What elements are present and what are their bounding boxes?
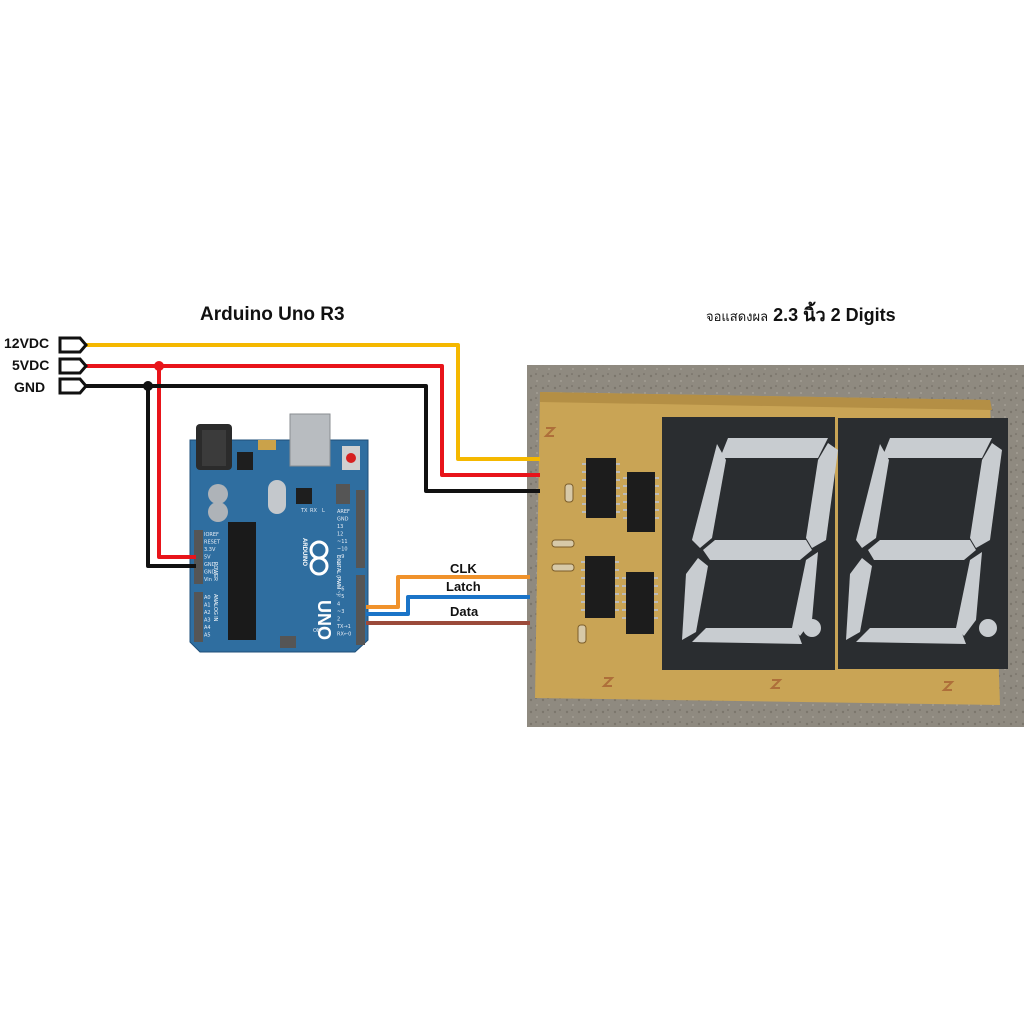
- led-label: L: [322, 508, 325, 514]
- ic-chip-1: [582, 458, 620, 518]
- digital-pin-label: ~3: [337, 609, 344, 615]
- display-board-photo: [527, 365, 1024, 727]
- icsp-header: [336, 484, 350, 504]
- regulator: [237, 452, 253, 470]
- led-label: RX: [310, 508, 317, 514]
- junction-dot-5v: [154, 361, 164, 371]
- digital-pin-label: 12: [337, 532, 343, 538]
- led-label: ON: [313, 628, 321, 634]
- board-uno-label: UNO: [314, 600, 334, 640]
- atmega-chip: [228, 522, 256, 640]
- label-5vdc: 5VDC: [12, 357, 50, 373]
- usb-chip: [296, 488, 312, 504]
- analog-header: [194, 592, 203, 642]
- power-pin-label: GND: [204, 562, 216, 568]
- analog-pin-label: A1: [204, 603, 211, 609]
- digital-pin-label: ~6: [337, 587, 344, 593]
- label-12vdc: 12VDC: [4, 335, 50, 351]
- power-pin-label: Vin: [204, 577, 212, 583]
- analog-pin-label: A5: [204, 633, 211, 639]
- junction-dot-gnd: [143, 381, 153, 391]
- resistor: [551, 539, 575, 548]
- terminal-5vdc: [58, 357, 88, 375]
- power-header: [194, 530, 203, 584]
- digital-pin-label: 7: [337, 579, 340, 585]
- analog-pin-label: A2: [204, 610, 211, 616]
- wire-5v-to-arduino: [157, 366, 196, 559]
- label-data: Data: [450, 604, 479, 619]
- seven-segment-digit-1: [662, 417, 838, 670]
- capacitor: [208, 502, 228, 522]
- wire-latch: [366, 595, 530, 616]
- fuse: [258, 440, 276, 450]
- display-title-thai: จอแสดงผล: [706, 309, 769, 324]
- board-power-label: POWER: [212, 562, 218, 581]
- usb-port: [289, 413, 331, 467]
- ic-chip-3: [581, 556, 619, 618]
- resistors: [551, 483, 587, 644]
- wire-gnd: [86, 384, 540, 493]
- power-pin-label: RESET: [204, 540, 221, 546]
- pcb-edge: [540, 392, 992, 410]
- power-pin-label: 5V: [204, 555, 211, 561]
- analog-pin-label: A0: [204, 595, 211, 601]
- pcb-mark: [941, 681, 955, 691]
- label-latch: Latch: [446, 579, 481, 594]
- power-pin-label: GND: [204, 570, 216, 576]
- arduino-board: UNO ARDUINO DIGITAL (PWM ~) POWER ANALOG…: [189, 413, 369, 653]
- terminal-gnd: [58, 377, 88, 395]
- digital-pin-label: RX←0: [337, 632, 351, 638]
- arduino-logo: [309, 540, 329, 576]
- digital-pin-label: ~11: [337, 539, 348, 545]
- resistor: [564, 483, 574, 503]
- resistor: [551, 563, 575, 572]
- crystal: [268, 480, 286, 514]
- digital-pin-label: GND: [337, 517, 349, 523]
- ic-chip-4: [622, 572, 658, 634]
- seven-segment-digit-2: [838, 418, 1008, 669]
- power-pin-label: IOREF: [204, 532, 219, 538]
- arduino-title: Arduino Uno R3: [200, 304, 345, 325]
- power-terminals: [58, 336, 88, 395]
- capacitor: [208, 484, 228, 504]
- board-analog-label: ANALOG IN: [212, 594, 218, 622]
- digital-pin-label: AREF: [337, 509, 350, 515]
- wire-clk: [366, 575, 530, 609]
- wire-gnd-to-arduino: [146, 386, 196, 568]
- wires: [86, 343, 540, 625]
- wire-12vdc: [86, 343, 540, 461]
- icsp-header-2: [280, 636, 296, 648]
- pcb-mark: [601, 677, 615, 687]
- board-digital-label: DIGITAL (PWM ~): [335, 555, 341, 595]
- ic-chips: [581, 458, 659, 634]
- digital-header-top: [356, 490, 365, 568]
- digital-pin-label: ~10: [337, 547, 348, 553]
- display-title: จอแสดงผล 2.3 นิ้ว 2 Digits: [706, 300, 896, 329]
- digital-pin-label: 4: [337, 602, 340, 608]
- digital-pin-label: TX→1: [336, 624, 351, 630]
- power-pin-label: 3.3V: [204, 547, 216, 553]
- digital-header-bottom: [356, 575, 365, 645]
- digital-pin-label: 2: [337, 617, 340, 623]
- label-clk: CLK: [450, 561, 477, 576]
- ic-chip-2: [623, 472, 659, 532]
- display-title-rest: 2.3 นิ้ว 2 Digits: [773, 305, 896, 325]
- terminal-12vdc: [58, 336, 88, 354]
- board-arduino-label: ARDUINO: [301, 538, 307, 566]
- wire-5vdc: [86, 364, 540, 477]
- led-label: TX: [300, 508, 308, 514]
- digital-pin-label: 8: [337, 562, 340, 568]
- digital-pin-label: ~5: [337, 594, 344, 600]
- pcb-mark: [543, 427, 557, 437]
- analog-pin-label: A3: [204, 618, 211, 624]
- resistor: [577, 624, 587, 644]
- pcb-mark: [769, 679, 783, 689]
- analog-pin-label: A4: [204, 625, 211, 631]
- digital-pin-label: 13: [337, 524, 343, 530]
- digital-pin-label: ~9: [337, 554, 344, 560]
- label-gnd: GND: [14, 379, 46, 395]
